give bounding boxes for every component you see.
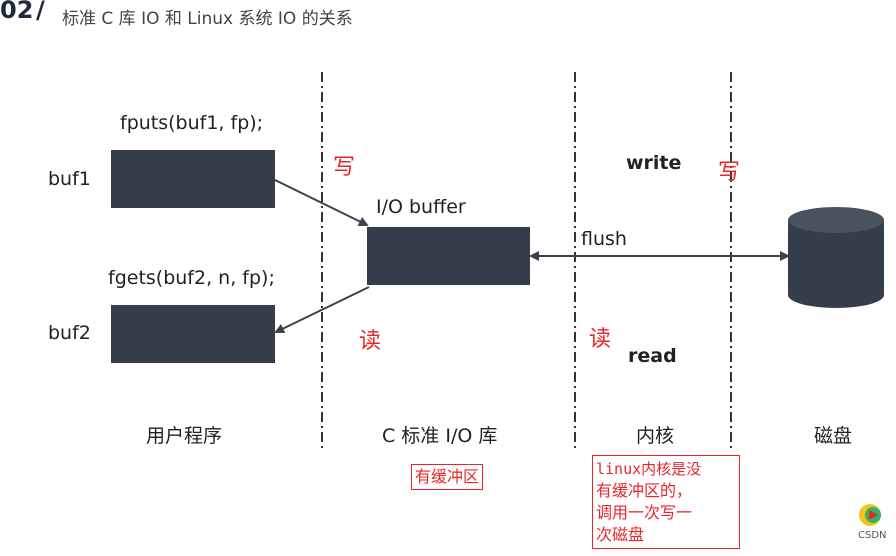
- csdn-logo-icon: [859, 504, 881, 526]
- buf2-label: buf2: [48, 322, 91, 344]
- fputs-label: fputs(buf1, fp);: [120, 112, 264, 134]
- write-cn-right-label: 写: [718, 160, 741, 185]
- read-cn-left-label: 读: [359, 329, 382, 354]
- watermark-text: CSDN: [858, 530, 887, 541]
- kernel-note-line-2: 有缓冲区的，: [596, 481, 693, 500]
- write-cn-left-label: 写: [333, 155, 356, 180]
- section-number: 02: [0, 0, 34, 24]
- column-disk: 磁盘: [814, 425, 853, 447]
- read-cn-right-label: 读: [589, 327, 612, 352]
- fgets-label: fgets(buf2, n, fp);: [108, 267, 275, 289]
- buf1-label: buf1: [48, 168, 91, 190]
- page-title: 标准 C 库 IO 和 Linux 系统 IO 的关系: [62, 9, 353, 29]
- kernel-note: linux内核是没 有缓冲区的， 调用一次写一 次磁盘: [592, 455, 740, 549]
- buf2-box: [111, 305, 275, 363]
- read-arrow: [274, 286, 370, 334]
- io-buffer-box: [367, 227, 530, 285]
- kernel-note-line-3: 调用一次写一: [596, 503, 693, 522]
- kernel-note-line-4: 次磁盘: [596, 525, 645, 544]
- kernel-note-line-1: linux内核是没: [596, 460, 702, 478]
- read-label: read: [628, 345, 677, 367]
- write-arrow: [274, 179, 369, 226]
- flush-label: flush: [581, 228, 627, 250]
- buf1-box: [111, 150, 275, 208]
- has-buffer-note: 有缓冲区: [411, 464, 484, 490]
- disk-icon: [788, 207, 884, 308]
- write-label: write: [626, 152, 682, 174]
- column-c-io-lib: C 标准 I/O 库: [382, 425, 498, 447]
- io-buffer-label: I/O buffer: [376, 196, 466, 218]
- section-slash: /: [36, 0, 45, 24]
- column-user-program: 用户程序: [146, 425, 223, 447]
- column-kernel: 内核: [636, 425, 675, 447]
